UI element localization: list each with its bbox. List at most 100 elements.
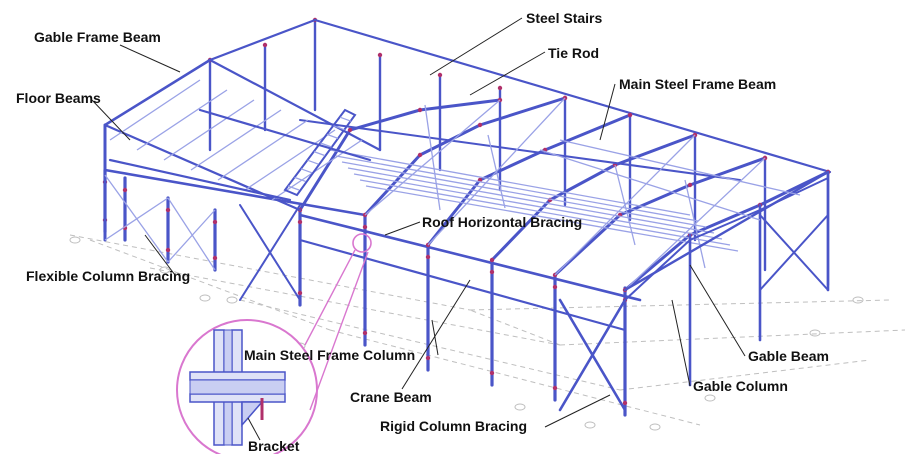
label-gable-column: Gable Column: [693, 378, 788, 394]
main-frame-rafter: [624, 170, 829, 292]
leader-lines: [91, 17, 746, 441]
ridge-beam: [299, 119, 741, 181]
grid-axis-marker: [199, 294, 211, 302]
rigid-column-bracing: [759, 214, 829, 291]
floor-beam: [136, 89, 228, 151]
roof-purlin: [359, 179, 731, 246]
detail-beam-flange: [189, 371, 286, 381]
connection-node: [497, 85, 503, 91]
stair-tread: [320, 142, 332, 148]
floor-back-beam: [198, 108, 372, 162]
steel-frame-structure: [102, 17, 832, 417]
connection-node: [165, 247, 171, 253]
connection-node: [362, 224, 368, 230]
floor-beam: [244, 129, 336, 191]
connection-node: [477, 122, 483, 128]
main-frame-rafter: [426, 113, 631, 246]
detail-beam-flange: [189, 393, 286, 403]
floor-beam: [217, 119, 309, 181]
connection-node: [687, 182, 693, 188]
stair-tread: [294, 176, 306, 183]
gable-beam: [689, 209, 761, 241]
flexible-column-bracing: [167, 209, 216, 263]
grid-line: [559, 329, 906, 346]
grid-axis-marker: [584, 421, 596, 429]
eave-tie-beam: [298, 213, 642, 302]
connection-node: [627, 112, 633, 118]
label-gable-beam: Gable Beam: [748, 348, 829, 364]
roof-purlin: [335, 155, 699, 222]
roof-purlin: [365, 185, 739, 252]
column-bracing: [239, 204, 301, 301]
label-main-steel-frame-beam: Main Steel Frame Beam: [619, 76, 777, 92]
ground-grid-lines: [69, 234, 906, 431]
grid-axis-marker: [159, 266, 171, 274]
label-floor-beams: Floor Beams: [16, 90, 101, 106]
gable-floor-edge: [103, 123, 302, 212]
label-steel-stairs: Steel Stairs: [526, 10, 603, 26]
crane-beam-line: [298, 238, 627, 332]
connection-node: [212, 219, 218, 225]
detail-connector: [309, 251, 369, 411]
roof-bracing: [614, 164, 636, 246]
grid-line: [469, 309, 561, 346]
connection-node: [262, 42, 268, 48]
label-main-steel-frame-column: Main Steel Frame Column: [244, 347, 416, 363]
bracket-detail-inset: [176, 233, 372, 454]
leader-line: [144, 234, 176, 276]
connection-node: [552, 385, 558, 391]
stair-tread: [326, 133, 339, 140]
connection-node: [489, 370, 495, 376]
stair-tread: [339, 116, 352, 122]
floor-beam: [163, 99, 255, 161]
leader-line: [429, 17, 523, 76]
rigid-column-bracing: [558, 298, 627, 412]
connection-node: [622, 400, 628, 406]
flexible-column-bracing: [104, 197, 169, 241]
floor-beam: [109, 79, 201, 141]
connection-node: [425, 254, 431, 260]
connection-node: [437, 72, 443, 78]
leader-line: [91, 99, 131, 141]
detail-source-circle: [352, 233, 372, 253]
connection-node: [489, 257, 495, 263]
roof-bracing: [684, 179, 706, 269]
connection-node: [377, 52, 383, 58]
roof-purlin: [347, 167, 715, 234]
gable-beam: [624, 239, 691, 301]
back-eave-beam: [313, 18, 832, 174]
gable-end-eave: [623, 170, 830, 292]
roof-purlin: [341, 161, 707, 228]
connection-node: [417, 107, 423, 113]
detail-beam-web: [189, 379, 286, 395]
front-eave-beam: [103, 168, 367, 217]
stair-tread: [300, 168, 313, 174]
label-flexible-column-bracing: Flexible Column Bracing: [26, 268, 191, 284]
label-bracket: Bracket: [248, 438, 300, 454]
connection-node: [489, 269, 495, 275]
label-gable-frame-beam: Gable Frame Beam: [34, 29, 161, 45]
main-frame-rafter: [490, 133, 696, 262]
grid-line: [149, 267, 561, 346]
leader-line: [401, 279, 471, 390]
grid-axis-marker: [514, 403, 526, 411]
floor-beam: [190, 109, 282, 171]
stair-tread: [307, 159, 319, 165]
grid-line: [619, 359, 871, 391]
leader-line: [431, 319, 439, 356]
grid-axis-marker: [226, 296, 238, 304]
leader-line: [119, 44, 181, 73]
connection-node: [425, 355, 431, 361]
roof-bracing: [424, 104, 441, 211]
stair-tread: [287, 185, 300, 191]
main-frame-rafter: [298, 98, 501, 211]
detail-connector: [304, 249, 356, 346]
tie-rod: [539, 149, 761, 221]
connection-node: [122, 187, 128, 193]
connection-node: [212, 255, 218, 261]
grid-axis-marker: [649, 423, 661, 431]
connection-node: [297, 290, 303, 296]
detail-bracket: [241, 401, 264, 428]
stair-tread: [313, 150, 326, 157]
